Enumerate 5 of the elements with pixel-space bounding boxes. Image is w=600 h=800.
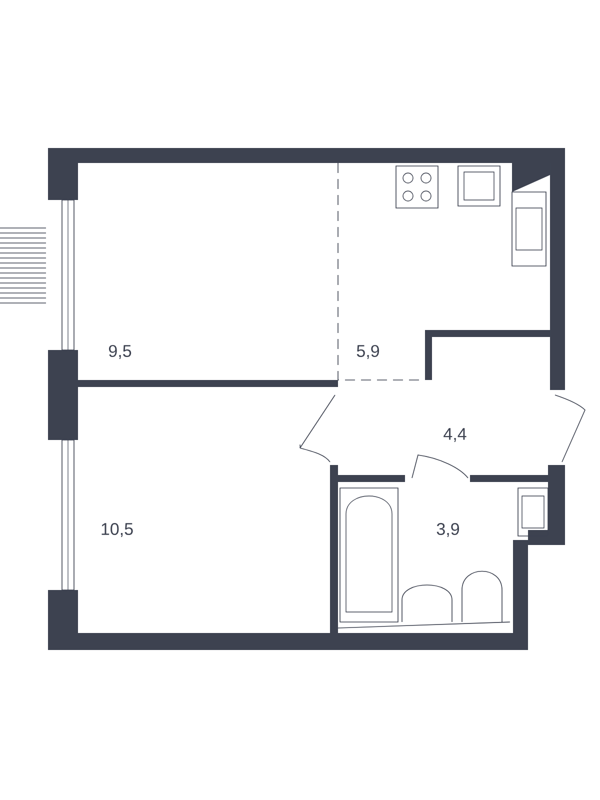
area-label: 10,5: [102, 522, 133, 538]
area-label: 4,4: [444, 428, 466, 442]
area-label: 5,9: [356, 344, 380, 360]
area-label: 9,5: [108, 344, 132, 360]
area-label: 3,9: [436, 522, 460, 538]
